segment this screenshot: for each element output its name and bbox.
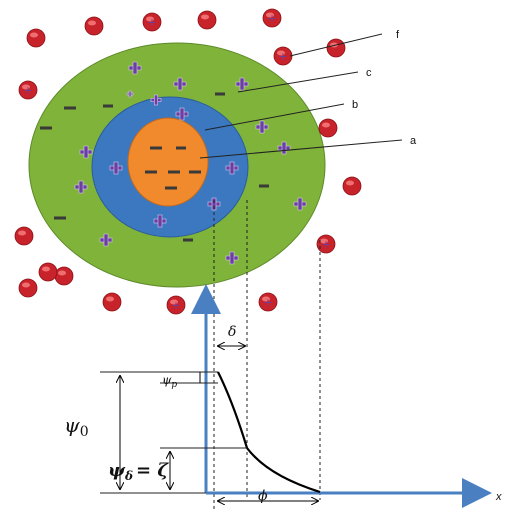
svg-text:+: + bbox=[263, 296, 272, 309]
minus-charge-icon bbox=[176, 146, 186, 150]
plus-charge-icon bbox=[128, 61, 142, 75]
label-a: a bbox=[410, 135, 417, 147]
counter-ion bbox=[102, 292, 122, 312]
minus-charge-icon bbox=[183, 238, 193, 242]
minus-charge-icon bbox=[64, 106, 76, 110]
plus-charge-icon bbox=[225, 161, 239, 175]
minus-charge-icon bbox=[150, 146, 162, 150]
label-b: b bbox=[352, 99, 358, 111]
counter-ion: + bbox=[316, 234, 336, 254]
svg-text:+: + bbox=[23, 84, 32, 97]
delta-symbol: δ bbox=[228, 324, 236, 340]
x-axis-label: x bbox=[495, 491, 502, 503]
leader-line-f bbox=[289, 33, 383, 57]
plus-charge-icon bbox=[255, 120, 269, 134]
svg-text:+: + bbox=[267, 12, 276, 25]
minus-charge-icon bbox=[165, 186, 177, 190]
psi0-symbol: ψ0 bbox=[64, 413, 89, 440]
plus-charge-icon bbox=[235, 77, 249, 91]
label-c: c bbox=[366, 67, 372, 79]
plus-charge-icon bbox=[74, 180, 88, 194]
minus-charge-icon bbox=[103, 104, 113, 108]
psidelta-zeta-symbol: ψδ= ζ bbox=[108, 460, 169, 483]
negative-charge-group bbox=[40, 92, 269, 242]
counter-ion bbox=[318, 118, 338, 138]
plus-charge-icon bbox=[173, 77, 187, 91]
counter-ion: + bbox=[142, 12, 162, 32]
minus-charge-icon bbox=[145, 170, 157, 174]
counter-ion: + bbox=[262, 8, 282, 28]
minus-charge-icon bbox=[54, 216, 66, 220]
leader-line-c bbox=[237, 71, 359, 93]
counter-ion bbox=[18, 278, 38, 298]
plus-charge-icon bbox=[109, 161, 123, 175]
svg-text:+: + bbox=[147, 16, 156, 29]
leader-line-a bbox=[199, 139, 403, 159]
plus-charge-icon bbox=[99, 233, 113, 247]
label-f: f bbox=[396, 29, 400, 41]
counter-ion: + bbox=[18, 80, 38, 100]
counter-ion bbox=[326, 38, 346, 58]
counter-ion bbox=[54, 266, 74, 286]
counter-ion-group: + + + + + + + bbox=[14, 8, 362, 315]
plus-charge-icon bbox=[293, 197, 307, 211]
plus-charge-icon bbox=[126, 90, 134, 98]
potential-curve bbox=[217, 371, 321, 494]
counter-ion bbox=[84, 16, 104, 36]
plus-charge-icon bbox=[150, 94, 162, 106]
counter-ion bbox=[197, 10, 217, 30]
positive-charge-group bbox=[74, 61, 307, 265]
counter-ion: + bbox=[166, 295, 186, 315]
plus-charge-icon bbox=[175, 107, 189, 121]
particle-core-a bbox=[127, 117, 209, 207]
plus-charge-icon bbox=[277, 141, 291, 155]
minus-charge-icon bbox=[259, 184, 269, 188]
counter-ion: + bbox=[273, 46, 293, 66]
counter-ion bbox=[342, 176, 362, 196]
minus-charge-icon bbox=[189, 170, 201, 174]
leader-line-b bbox=[204, 103, 345, 131]
minus-charge-icon bbox=[40, 126, 52, 130]
svg-text:+: + bbox=[171, 299, 180, 312]
plus-charge-icon bbox=[225, 251, 239, 265]
psip-symbol: ψp bbox=[162, 373, 177, 390]
counter-ion bbox=[14, 226, 34, 246]
svg-text:+: + bbox=[321, 238, 330, 251]
phi-symbol: ϕ bbox=[258, 488, 268, 504]
plus-charge-icon bbox=[153, 214, 167, 228]
plus-charge-icon bbox=[79, 145, 93, 159]
minus-charge-icon bbox=[168, 170, 180, 174]
counter-ion bbox=[26, 28, 46, 48]
svg-text:+: + bbox=[278, 50, 287, 63]
counter-ion bbox=[38, 262, 58, 282]
counter-ion: + bbox=[258, 292, 278, 312]
minus-charge-icon bbox=[215, 92, 225, 96]
